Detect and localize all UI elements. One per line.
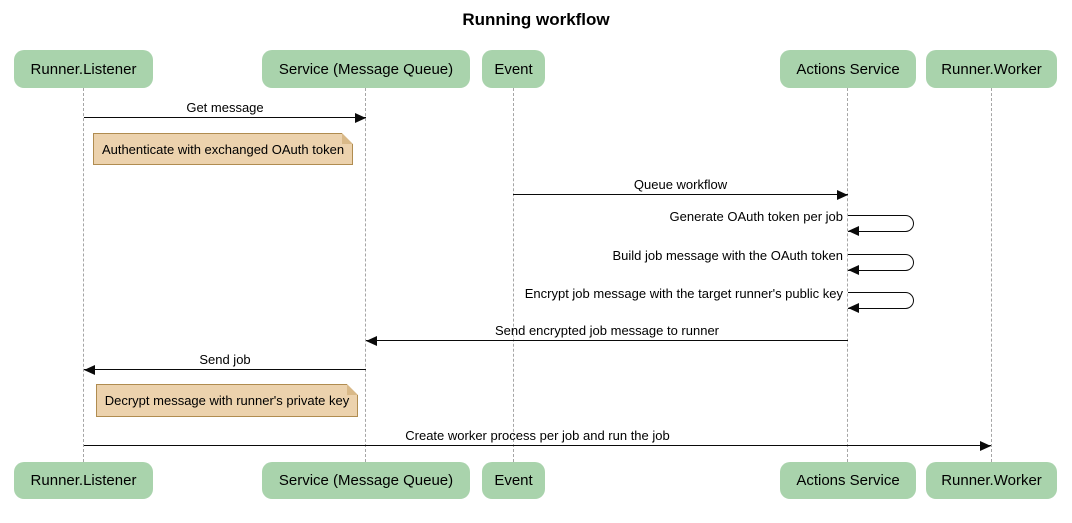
arrowhead-right-icon — [837, 190, 848, 200]
message-label-get-message: Get message — [186, 100, 264, 115]
actor-bottom-runner-worker: Runner.Worker — [926, 462, 1057, 499]
actor-bottom-runner-listener: Runner.Listener — [14, 462, 153, 499]
note-label: Authenticate with exchanged OAuth token — [101, 141, 345, 157]
actor-label: Actions Service — [796, 472, 900, 489]
arrowhead-left-icon — [84, 365, 95, 375]
actor-bottom-service-message-queue: Service (Message Queue) — [262, 462, 470, 499]
message-line-send-encrypted-job-message — [366, 340, 848, 341]
actor-top-runner-listener: Runner.Listener — [14, 50, 153, 88]
actor-label: Runner.Listener — [30, 472, 137, 489]
message-label-generate-oauth-token: Generate OAuth token per job — [669, 209, 843, 224]
actor-label: Actions Service — [796, 60, 900, 78]
lifeline-service-message-queue — [365, 88, 366, 462]
diagram-title: Running workflow — [462, 10, 610, 29]
actor-bottom-actions-service: Actions Service — [780, 462, 916, 499]
message-label-encrypt-job-message: Encrypt job message with the target runn… — [524, 286, 843, 301]
arrowhead-left-icon — [366, 336, 377, 346]
message-label-send-job: Send job — [199, 352, 251, 367]
message-line-send-job — [84, 369, 366, 370]
actor-label: Event — [494, 472, 533, 489]
lifeline-runner-worker — [991, 88, 992, 462]
message-label-create-worker-process: Create worker process per job and run th… — [405, 428, 670, 443]
lifeline-event — [513, 88, 514, 462]
message-label-send-encrypted-job-message: Send encrypted job message to runner — [494, 323, 720, 338]
actor-label: Event — [494, 60, 533, 78]
actor-bottom-event: Event — [482, 462, 545, 499]
actor-label: Runner.Worker — [941, 60, 1042, 78]
arrowhead-right-icon — [980, 441, 991, 451]
lifeline-actions-service — [847, 88, 848, 462]
message-line-create-worker-process — [84, 445, 991, 446]
self-loop-line — [848, 254, 914, 271]
note-authenticate: Authenticate with exchanged OAuth token — [93, 133, 353, 165]
actor-top-actions-service: Actions Service — [780, 50, 916, 88]
arrowhead-right-icon — [355, 113, 366, 123]
actor-top-event: Event — [482, 50, 545, 88]
arrowhead-left-icon — [848, 226, 859, 236]
actor-label: Service (Message Queue) — [278, 472, 454, 489]
message-label-queue-workflow: Queue workflow — [633, 177, 728, 192]
self-loop-line — [848, 215, 914, 232]
message-line-queue-workflow — [513, 194, 848, 195]
note-label: Decrypt message with runner's private ke… — [104, 393, 350, 408]
arrowhead-left-icon — [848, 265, 859, 275]
actor-label: Service (Message Queue) — [278, 60, 454, 78]
message-line-get-message — [84, 117, 366, 118]
actor-label: Runner.Worker — [941, 472, 1042, 489]
lifeline-runner-listener — [83, 88, 84, 462]
actor-label: Runner.Listener — [30, 60, 137, 78]
actor-top-service-message-queue: Service (Message Queue) — [262, 50, 470, 88]
note-decrypt: Decrypt message with runner's private ke… — [96, 384, 358, 417]
self-loop-line — [848, 292, 914, 309]
arrowhead-left-icon — [848, 303, 859, 313]
message-label-build-job-message: Build job message with the OAuth token — [612, 248, 843, 263]
actor-top-runner-worker: Runner.Worker — [926, 50, 1057, 88]
